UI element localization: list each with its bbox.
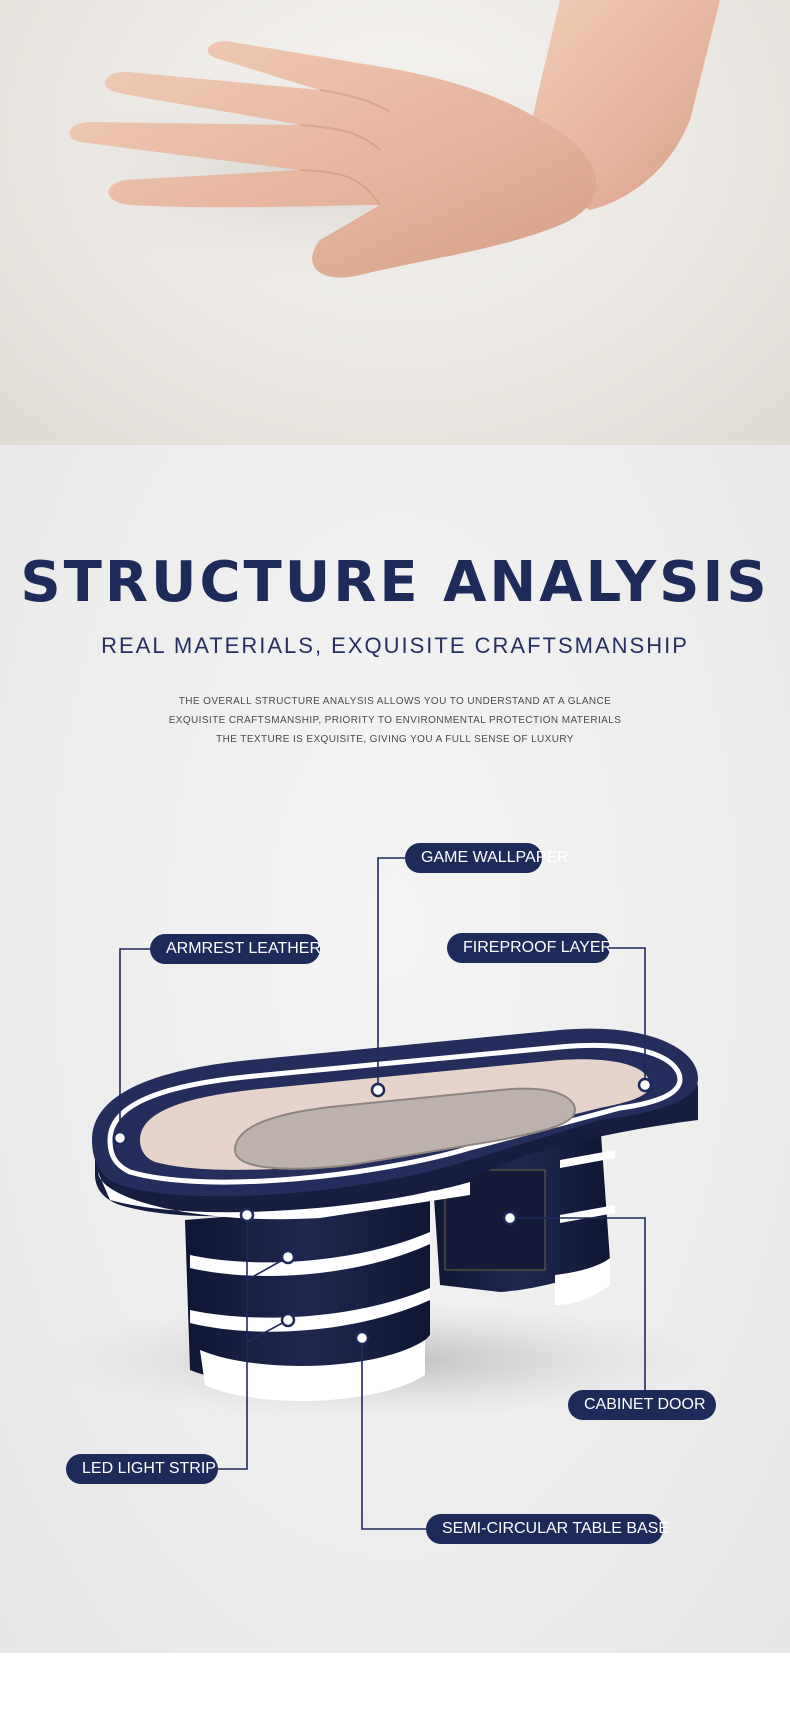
- section-description: THE OVERALL STRUCTURE ANALYSIS ALLOWS YO…: [0, 692, 790, 749]
- marker-dot: [280, 1312, 296, 1328]
- section-subtitle: REAL MATERIALS, EXQUISITE CRAFTSMANSHIP: [101, 633, 689, 658]
- callout-fireproof-layer: FIREPROOF LAYER: [447, 933, 612, 963]
- marker-dot: [239, 1207, 255, 1223]
- callout-semi-circular-table-base: SEMI-CIRCULAR TABLE BASE: [426, 1514, 669, 1544]
- callout-markers: [112, 1077, 653, 1346]
- callout-cabinet-door: CABINET DOOR: [568, 1390, 716, 1420]
- hand-on-foam-illustration: [40, 0, 720, 290]
- table-top: [92, 1028, 699, 1220]
- marker-dot: [637, 1077, 653, 1093]
- marker-dot: [280, 1249, 296, 1265]
- hero-foam-image: [0, 0, 790, 445]
- callout-game-wallpaper: GAME WALLPAPER: [405, 843, 569, 873]
- cabinet-door-panel: [444, 1169, 546, 1271]
- bottom-strip: [0, 1653, 790, 1716]
- marker-dot: [502, 1210, 518, 1226]
- description-line: THE TEXTURE IS EXQUISITE, GIVING YOU A F…: [216, 734, 574, 745]
- callout-armrest-leather: ARMREST LEATHER: [150, 934, 321, 964]
- poker-table-illustration: [50, 857, 710, 1530]
- description-line: EXQUISITE CRAFTSMANSHIP, PRIORITY TO ENV…: [168, 715, 622, 726]
- section-title: STRUCTURE ANALYSIS: [20, 550, 770, 615]
- marker-dot: [370, 1082, 386, 1098]
- marker-dot: [354, 1330, 370, 1346]
- callout-led-light-strip: LED LIGHT STRIP: [66, 1454, 218, 1484]
- description-line: THE OVERALL STRUCTURE ANALYSIS ALLOWS YO…: [178, 696, 612, 707]
- marker-dot: [112, 1130, 128, 1146]
- semicircular-base: [185, 1200, 430, 1402]
- leader-lines: [119, 857, 646, 1530]
